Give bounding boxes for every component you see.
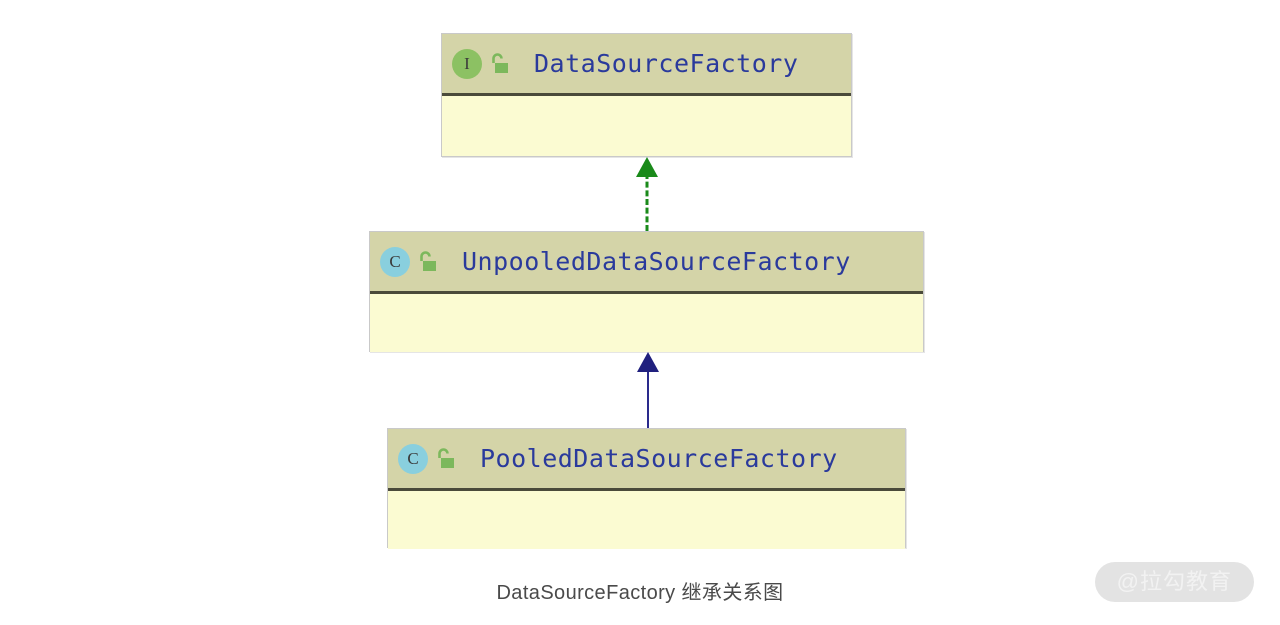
interface-badge-icon: I: [452, 48, 482, 79]
node-members-compartment: [370, 294, 923, 352]
node-header: C UnpooledDataSourceFactory: [370, 232, 923, 294]
open-padlock-icon: [416, 250, 438, 274]
node-members-compartment: [442, 96, 851, 154]
class-badge-icon: C: [398, 443, 428, 474]
open-padlock-icon: [488, 52, 510, 76]
watermark-badge: @拉勾教育: [1094, 562, 1254, 602]
diagram-caption: DataSourceFactory 继承关系图: [496, 582, 784, 604]
uml-class-node-unpooleddatasourcefactory[interactable]: C UnpooledDataSourceFactory: [369, 231, 924, 352]
connector-line: [647, 368, 649, 428]
class-badge-letter: C: [407, 448, 419, 468]
node-members-compartment: [388, 491, 905, 549]
uml-class-node-pooleddatasourcefactory[interactable]: C PooledDataSourceFactory: [387, 428, 906, 549]
connector-line: [645, 173, 649, 231]
connector-realization-unpooled-to-datasourcefactory: [627, 157, 667, 231]
node-title: PooledDataSourceFactory: [480, 444, 838, 473]
uml-class-node-datasourcefactory[interactable]: I DataSourceFactory: [441, 33, 852, 157]
class-badge-letter: C: [389, 251, 401, 271]
node-header: I DataSourceFactory: [442, 34, 851, 96]
connector-inheritance-pooled-to-unpooled: [628, 352, 668, 428]
node-header: C PooledDataSourceFactory: [388, 429, 905, 491]
node-title: DataSourceFactory: [534, 49, 799, 78]
node-title: UnpooledDataSourceFactory: [462, 247, 851, 276]
open-padlock-icon: [434, 447, 456, 471]
connector-arrowhead-icon: [636, 157, 658, 177]
interface-badge-letter: I: [464, 53, 470, 73]
connector-arrowhead-icon: [637, 352, 659, 372]
class-badge-icon: C: [380, 246, 410, 277]
